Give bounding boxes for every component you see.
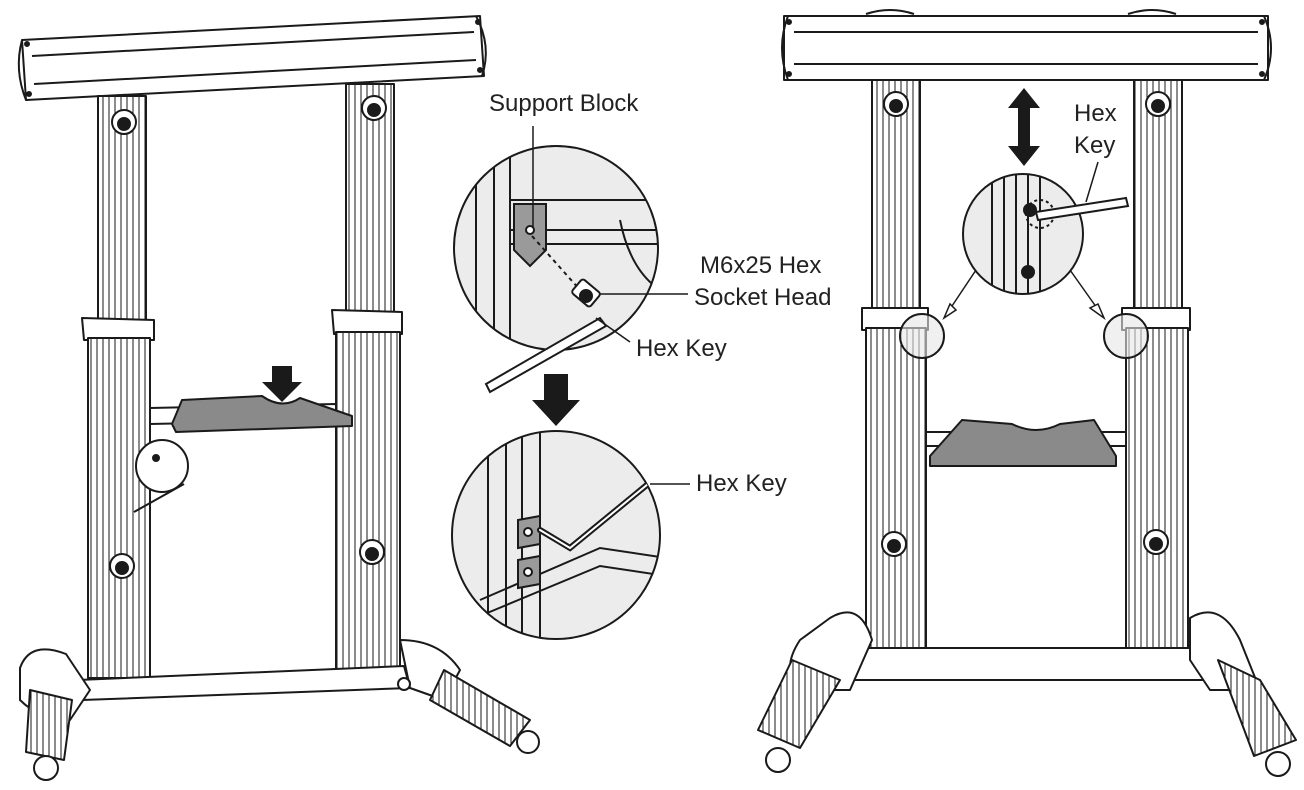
right-shelf <box>925 419 1127 467</box>
left-stand <box>17 15 540 781</box>
label-hex-key-top: Hex Key <box>636 335 727 362</box>
left-down-arrow-icon <box>262 366 302 402</box>
label-hex-key-right-line2: Key <box>1074 132 1115 159</box>
label-support-block: Support Block <box>489 90 639 117</box>
label-screw-line2: Socket Head <box>694 284 831 311</box>
detail-c-callout <box>942 161 1130 321</box>
right-marker-right <box>1103 313 1149 359</box>
right-top-rail <box>781 9 1272 81</box>
right-lower-columns <box>865 327 1189 665</box>
detail-a-callout <box>453 126 688 394</box>
left-collar-left <box>81 317 155 341</box>
middle-down-arrow-icon <box>532 374 580 426</box>
right-base <box>757 611 1297 777</box>
label-hex-key-bottom: Hex Key <box>696 470 787 497</box>
left-top-rail <box>17 15 487 101</box>
left-lower-columns <box>87 331 401 679</box>
left-upper-columns <box>97 83 395 329</box>
hex-key-top <box>484 316 608 394</box>
right-upper-columns <box>871 79 1183 313</box>
label-hex-key-right-line1: Hex <box>1074 100 1117 127</box>
left-inset-marker <box>133 439 189 513</box>
right-stand <box>757 9 1297 777</box>
right-up-down-arrow-icon <box>1008 88 1040 166</box>
left-collar-right <box>331 309 403 335</box>
detail-b-callout <box>451 430 690 640</box>
label-screw-line1: M6x25 Hex <box>700 252 821 279</box>
left-shelf <box>149 395 353 433</box>
left-base <box>19 639 540 781</box>
right-marker-left <box>899 313 945 359</box>
